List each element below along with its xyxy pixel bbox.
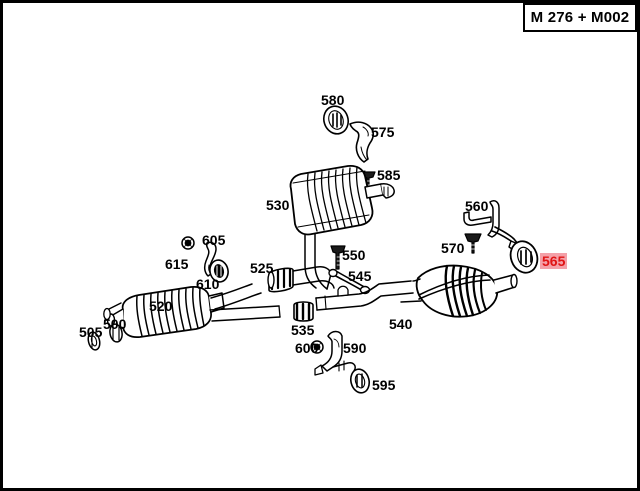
part-505-seal-ring <box>87 331 101 351</box>
exhaust-system-drawing <box>87 105 539 394</box>
part-580-rubber-hanger <box>322 105 350 135</box>
part-label-610: 610 <box>196 276 220 292</box>
part-535-exhaust-clamp <box>293 301 314 322</box>
part-540-rear-pipe <box>315 280 414 311</box>
title-box: M 276 + M002 <box>523 3 637 32</box>
part-label-580: 580 <box>321 92 345 108</box>
part-label-600: 600 <box>295 340 319 356</box>
part-525-exhaust-clamp <box>267 267 294 293</box>
part-520-catalytic-converter <box>103 266 335 338</box>
part-530-center-muffler <box>289 164 395 290</box>
part-label-570: 570 <box>441 240 465 256</box>
part-label-575: 575 <box>371 124 395 140</box>
part-545-support-strut <box>328 268 371 295</box>
rear-muffler <box>400 264 518 318</box>
part-550-bolt <box>330 245 346 270</box>
part-label-500: 500 <box>103 316 127 332</box>
part-label-505: 505 <box>79 324 103 340</box>
part-label-540: 540 <box>389 316 413 332</box>
part-label-550: 550 <box>342 247 366 263</box>
part-label-520: 520 <box>149 298 173 314</box>
part-575-hanger-bracket <box>349 121 375 163</box>
part-label-530: 530 <box>266 197 290 213</box>
engine-code-title: M 276 + M002 <box>530 9 630 26</box>
part-label-615: 615 <box>165 256 189 272</box>
part-label-525: 525 <box>250 260 274 276</box>
part-label-590: 590 <box>343 340 367 356</box>
part-610-rubber-ring-mount <box>209 259 229 283</box>
part-615-nut <box>181 236 195 250</box>
part-570-bolt <box>464 233 482 254</box>
part-500-gasket <box>109 323 123 343</box>
part-590-hanger-bracket <box>314 330 356 376</box>
part-label-595: 595 <box>372 377 396 393</box>
part-600-nut <box>310 340 324 354</box>
part-595-rubber-ring-mount <box>349 368 371 394</box>
part-label-565: 565 <box>540 253 568 269</box>
part-label-585: 585 <box>377 167 401 183</box>
part-label-560: 560 <box>465 198 489 214</box>
part-label-545: 545 <box>348 268 372 284</box>
part-565-rubber-hanger <box>509 240 539 274</box>
part-label-605: 605 <box>202 232 226 248</box>
part-label-535: 535 <box>291 322 315 338</box>
